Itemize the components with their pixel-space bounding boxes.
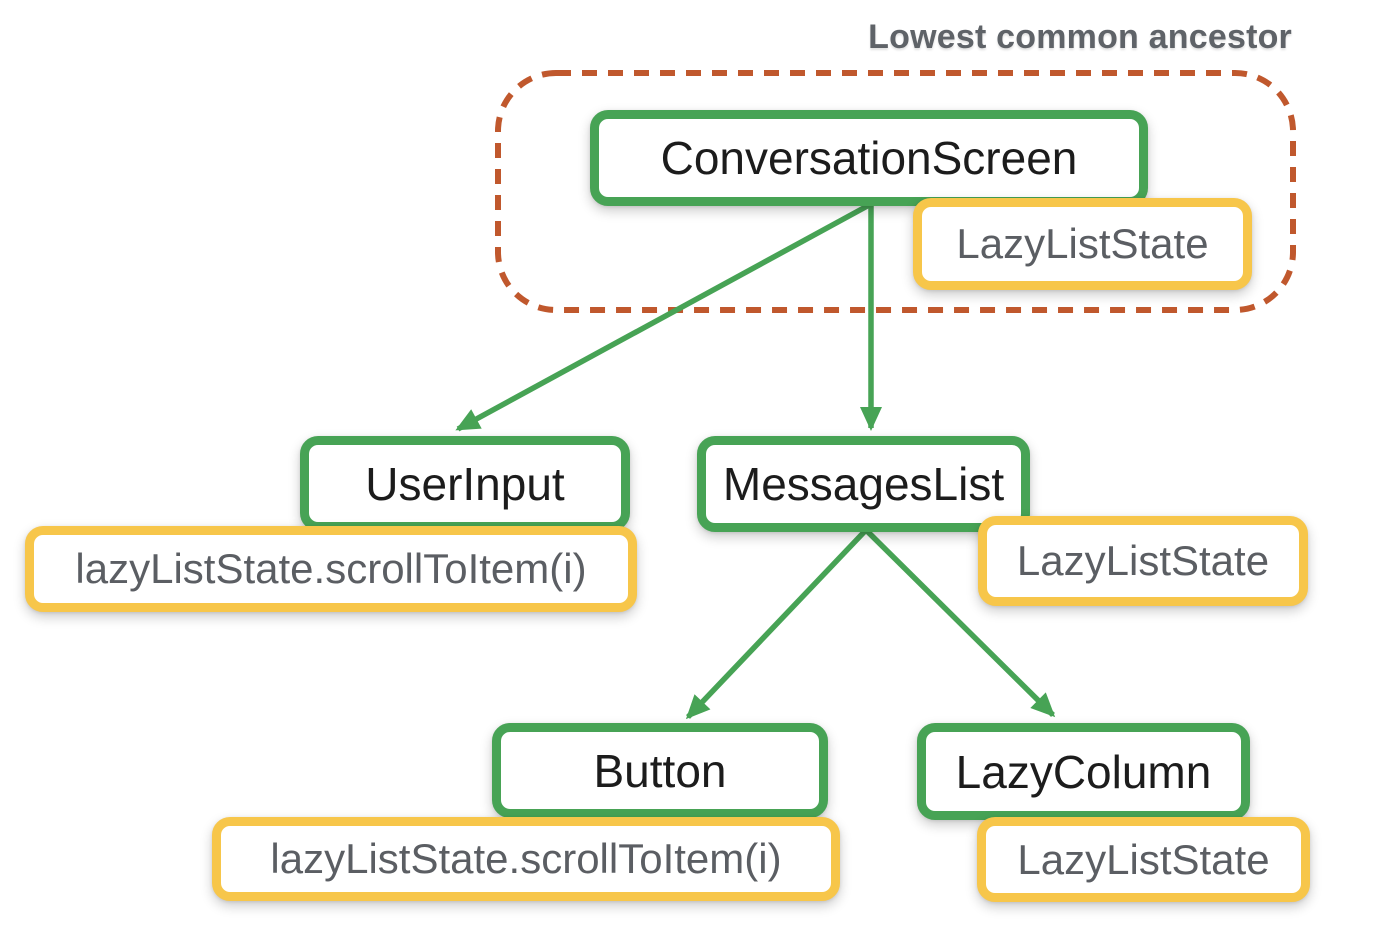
node-lazycolumn: LazyColumn (917, 723, 1250, 820)
call-scrolltoitem-userinput: lazyListState.scrollToItem(i) (25, 526, 637, 612)
call-scrolltoitem-button: lazyListState.scrollToItem(i) (212, 817, 840, 901)
state-lazyliststate-messageslist-label: LazyListState (1016, 537, 1270, 584)
state-lazyliststate-lazycolumn-label: LazyListState (1017, 835, 1270, 883)
lowest-common-ancestor-label: Lowest common ancestor (868, 18, 1292, 56)
state-lazyliststate-messageslist: LazyListState (978, 516, 1308, 606)
edge-conversationscreen-userinput (455, 201, 873, 432)
node-conversationscreen-label: ConversationScreen (660, 132, 1078, 184)
state-lazyliststate-conversationscreen: LazyListState (913, 198, 1252, 290)
node-messageslist: MessagesList (697, 436, 1030, 532)
state-lazyliststate-conversationscreen-label: LazyListState (956, 220, 1209, 267)
node-button: Button (492, 723, 828, 818)
node-button-label: Button (593, 744, 727, 797)
state-lazyliststate-lazycolumn: LazyListState (977, 817, 1310, 902)
edge-messageslist-button (685, 528, 868, 720)
call-scrolltoitem-button-label: lazyListState.scrollToItem(i) (270, 835, 782, 882)
node-lazycolumn-label: LazyColumn (955, 745, 1212, 798)
node-messageslist-label: MessagesList (722, 458, 1005, 510)
node-userinput: UserInput (300, 436, 630, 531)
node-userinput-label: UserInput (365, 457, 565, 510)
call-scrolltoitem-userinput-label: lazyListState.scrollToItem(i) (75, 545, 587, 592)
node-conversationscreen: ConversationScreen (590, 110, 1148, 206)
